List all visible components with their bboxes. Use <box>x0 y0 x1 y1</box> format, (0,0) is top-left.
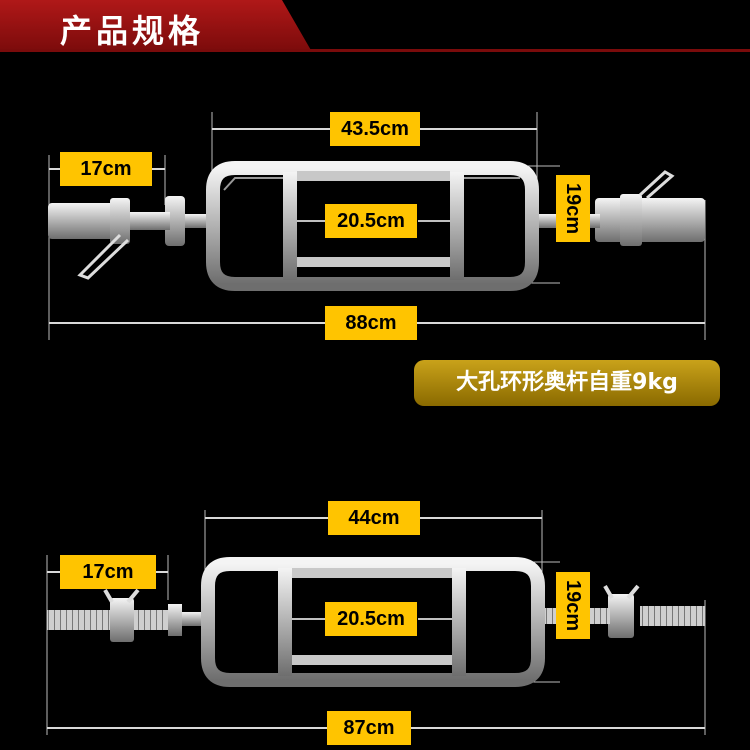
page-title: 产品规格 <box>60 12 205 50</box>
header-banner <box>0 0 312 52</box>
total-length-label-1: 88cm <box>325 306 417 340</box>
olympic-tricep-bar-image <box>48 112 706 340</box>
weight-badge: 大孔环形奥杆自重9kg <box>414 360 720 406</box>
header-divider <box>0 49 750 52</box>
inner-width-label-2: 20.5cm <box>325 602 417 636</box>
handle-width-label-1: 43.5cm <box>330 112 420 146</box>
handle-width-label-2: 44cm <box>328 501 420 535</box>
sleeve-length-label-2: 17cm <box>60 555 156 589</box>
sleeve-length-label-1: 17cm <box>60 152 152 186</box>
inner-width-label-1: 20.5cm <box>325 204 417 238</box>
height-label-2: 19cm <box>556 572 590 640</box>
height-label-1: 19cm <box>556 175 590 243</box>
header: 产品规格 <box>0 0 750 52</box>
total-length-label-2: 87cm <box>327 711 411 745</box>
